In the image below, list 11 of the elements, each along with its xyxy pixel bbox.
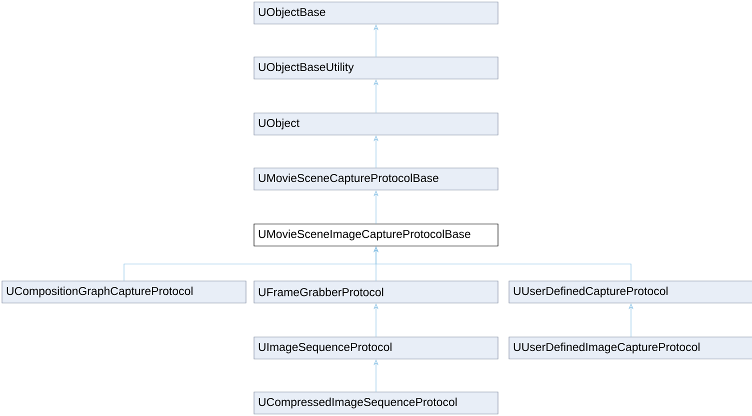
class-box: UMovieSceneImageCaptureProtocolBase: [254, 224, 498, 246]
class-box: UMovieSceneCaptureProtocolBase: [254, 168, 498, 190]
class-box: UObjectBaseUtility: [254, 56, 498, 80]
class-box: UCompositionGraphCaptureProtocol: [2, 280, 246, 304]
class-box: UObject: [254, 112, 498, 136]
class-box: UCompressedImageSequenceProtocol: [254, 392, 498, 414]
class-box: UImageSequenceProtocol: [254, 336, 498, 360]
class-box: UFrameGrabberProtocol: [254, 280, 498, 304]
class-box: UObjectBase: [254, 2, 498, 24]
class-box: UUserDefinedImageCaptureProtocol: [508, 336, 752, 360]
class-box: UUserDefinedCaptureProtocol: [508, 280, 752, 304]
